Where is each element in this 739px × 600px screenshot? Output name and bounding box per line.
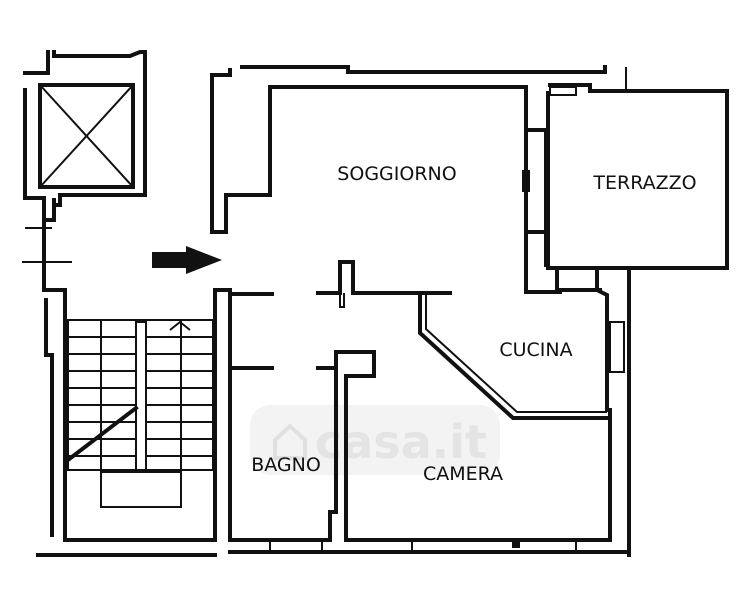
room-label-camera: CAMERA	[423, 463, 503, 485]
terrazzo-walls	[546, 83, 729, 557]
cucina-walls	[269, 291, 625, 552]
stair-cut-line	[65, 405, 139, 463]
house-icon	[273, 423, 307, 460]
elevator-shaft	[23, 50, 147, 222]
watermark: casa.it	[250, 405, 500, 475]
window	[609, 321, 625, 373]
room-label-bagno: BAGNO	[251, 454, 321, 476]
watermark-text: casa.it	[315, 415, 487, 469]
staircase	[65, 319, 214, 508]
room-label-terrazzo: TERRAZZO	[592, 172, 696, 194]
bagno-walls	[213, 260, 631, 554]
room-label-cucina: CUCINA	[499, 339, 572, 361]
arrow-right-icon	[152, 246, 222, 274]
elevator-cross-line	[39, 84, 134, 188]
room-label-soggiorno: SOGGIORNO	[337, 163, 456, 185]
stair-direction-icon	[169, 320, 191, 331]
